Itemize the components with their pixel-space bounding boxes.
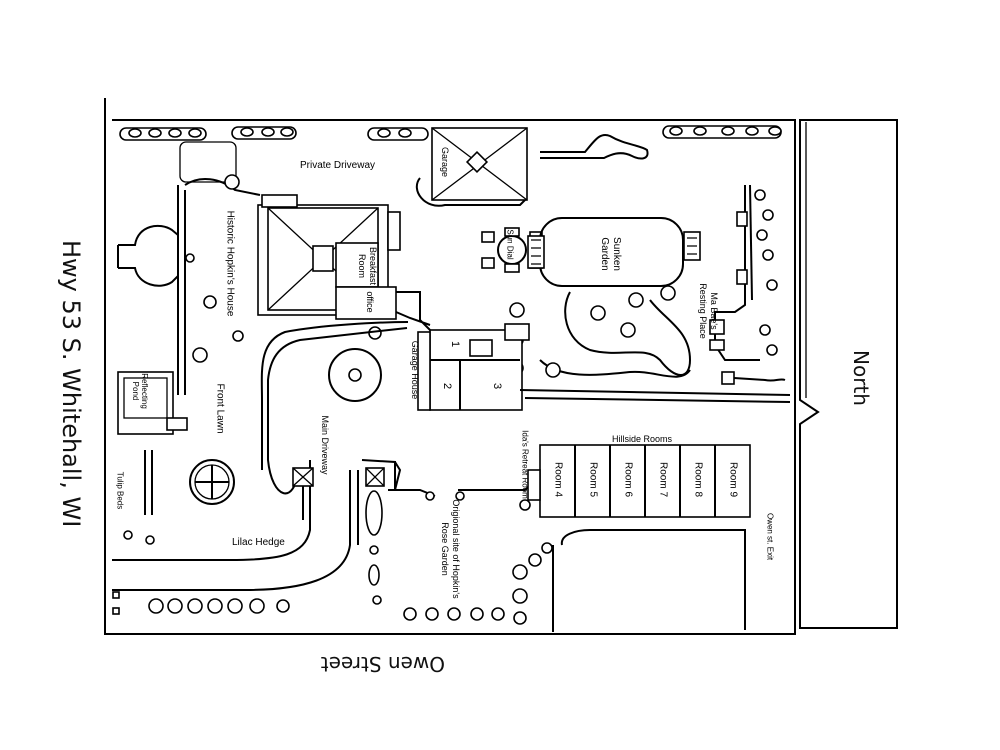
hillside-rooms-group — [574, 445, 716, 517]
owen-exit-label: Owen st. Exit — [765, 512, 775, 561]
garage-unit-2: 2 — [441, 382, 454, 390]
parking-pad — [179, 141, 237, 183]
breakfast-room-text: Breakfast Room — [357, 246, 378, 286]
reflecting-pond — [117, 371, 188, 435]
office-label: office — [365, 291, 375, 313]
hillside-rooms-label: Hillside Rooms — [612, 434, 673, 444]
lilac-hedge-label: Lilac Hedge — [232, 537, 285, 548]
private-driveway-label: Private Driveway — [300, 160, 376, 171]
bottom-shrubs — [112, 591, 290, 615]
garage-label: Garage — [440, 146, 450, 178]
house-walkway — [395, 291, 431, 331]
main-driveway-label: Main Driveway — [320, 415, 330, 475]
room-label: Room 9 — [727, 461, 738, 497]
east-path — [709, 184, 786, 385]
sun-dial-label: Sun Dial — [506, 225, 515, 265]
resting-place-text: Ma Bae's Resting Place — [698, 283, 719, 339]
garage-unit-1: 1 — [449, 340, 462, 348]
top-shrubs — [119, 125, 782, 141]
sunken-garden — [527, 217, 701, 287]
tulip-beds — [123, 450, 155, 545]
street-label-north: North — [849, 350, 873, 406]
room-label: Room 6 — [622, 461, 633, 497]
historic-house — [257, 194, 401, 320]
garden-shrub-chains — [509, 285, 692, 378]
sun-dial-text: Sun Dial — [505, 229, 515, 260]
west-walkway — [117, 185, 195, 395]
room-label: Room 4 — [552, 461, 563, 497]
sunken-garden-label: Sunken Garden — [598, 229, 622, 279]
top-path — [540, 134, 649, 160]
street-label-owen: Owen Street — [320, 652, 445, 676]
front-lawn-label: Front Lawn — [214, 383, 226, 434]
sunken-garden-text: Sunken Garden — [599, 237, 622, 271]
rose-garden-label: Origional site of Hopkin's Rose Garden — [439, 499, 461, 599]
historic-house-label: Historic Hopkin's House — [224, 210, 236, 317]
garage-house-label: Garage House — [410, 340, 420, 400]
owen-exit-path — [403, 529, 746, 632]
ida-room-label: Ida's Retreat Room — [520, 430, 530, 499]
room-label: Room 7 — [657, 461, 668, 497]
breakfast-room-label: Breakfast Room — [338, 246, 378, 286]
north-road — [799, 119, 898, 629]
property-boundary — [104, 98, 796, 635]
street-label-hwy53: Hwy 53 S. Whitehall, WI — [57, 240, 85, 528]
room-label: Room 8 — [692, 461, 703, 497]
resting-place-label: Ma Bae's Resting Place — [697, 281, 719, 341]
rose-garden-text: Origional site of Hopkin's Rose Garden — [440, 499, 461, 599]
reflecting-pond-label: Reflecting Pond — [131, 373, 149, 409]
garage — [415, 127, 528, 207]
room-label: Room 5 — [587, 461, 598, 497]
tulip-beds-label: Tulip Beds — [115, 471, 125, 510]
main-driveway — [112, 321, 409, 605]
garden-circle — [189, 459, 235, 505]
rose-garden-paths — [388, 461, 531, 511]
garage-unit-3: 3 — [491, 382, 504, 390]
reflecting-pond-text: Reflecting Pond — [131, 373, 149, 409]
garage-house — [417, 323, 791, 411]
